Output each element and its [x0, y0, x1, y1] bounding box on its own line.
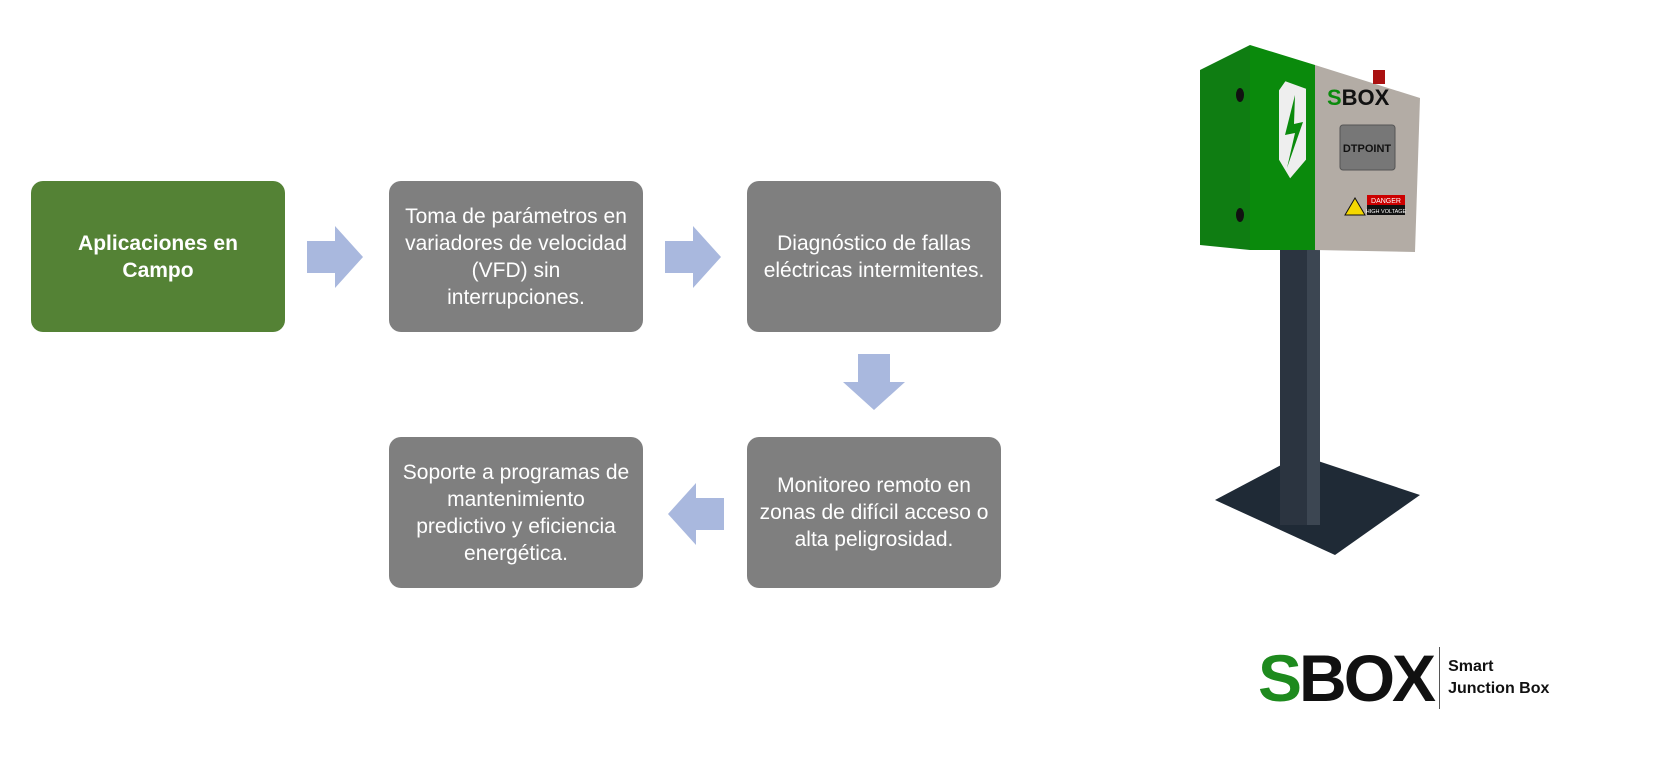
- logo-s: S: [1258, 641, 1302, 715]
- device-warning-sub-label: HIGH VOLTAGE: [1366, 209, 1407, 215]
- sbox-logo: SBOX Smart Junction Box: [1258, 645, 1549, 711]
- sbox-device-image: SBOX DTPOINT DANGER HIGH VOLTAGE: [1200, 45, 1420, 555]
- logo-box: BOX: [1299, 641, 1436, 715]
- arrow-down-icon: [843, 354, 905, 410]
- logo-tagline-line1: Smart: [1448, 658, 1494, 675]
- arrow-right-icon: [665, 226, 721, 288]
- device-display-label: DTPOINT: [1343, 143, 1392, 155]
- logo-tagline: Smart Junction Box: [1448, 656, 1549, 700]
- step-1-box: Toma de parámetros en variadores de velo…: [389, 181, 643, 332]
- step-4-box: Soporte a programas de mantenimiento pre…: [389, 437, 643, 588]
- logo-wordmark: SBOX: [1258, 645, 1436, 711]
- step-3-box: Monitoreo remoto en zonas de difícil acc…: [747, 437, 1001, 588]
- step-label: Monitoreo remoto en zonas de difícil acc…: [759, 474, 989, 551]
- step-label: Toma de parámetros en variadores de velo…: [405, 204, 627, 309]
- title-box: Aplicaciones en Campo: [31, 181, 285, 332]
- logo-tagline-line2: Junction Box: [1448, 680, 1550, 697]
- arrow-left-icon: [668, 483, 724, 545]
- step-label: Soporte a programas de mantenimiento pre…: [402, 460, 630, 565]
- step-label: Diagnóstico de fallas eléctricas intermi…: [763, 231, 985, 282]
- step-2-box: Diagnóstico de fallas eléctricas intermi…: [747, 181, 1001, 332]
- arrow-right-icon: [307, 226, 363, 288]
- device-brand-label: SBOX: [1327, 85, 1390, 110]
- device-warning-label: DANGER: [1371, 198, 1401, 205]
- logo-divider: [1439, 647, 1441, 709]
- title-box-label: Aplicaciones en Campo: [78, 231, 238, 282]
